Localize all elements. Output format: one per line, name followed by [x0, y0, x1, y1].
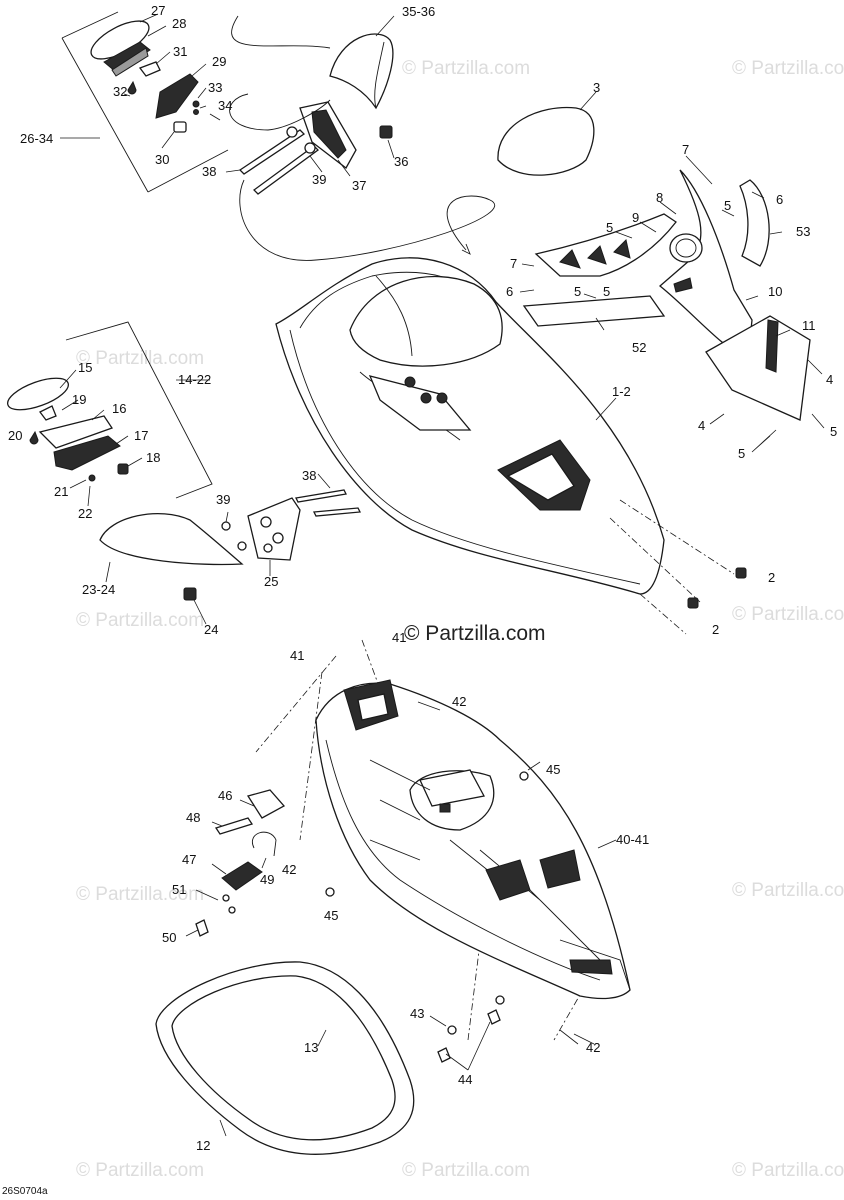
- latch-assembly: [185, 771, 529, 937]
- callout-14-22: 14-22: [178, 372, 211, 387]
- callout-5: 5: [830, 424, 837, 439]
- mirror-assembly-right: [209, 15, 496, 261]
- callout-27: 27: [151, 3, 165, 18]
- watermark: © Partzilla.com: [76, 610, 204, 631]
- callout-42: 42: [282, 862, 296, 877]
- callout-labels: 27 28 31 32 29 33 34 26-34 30 35-36 36 3…: [8, 3, 837, 1153]
- callout-7-upper: 7: [682, 142, 689, 157]
- watermark: © Partzilla.com: [732, 1160, 844, 1181]
- callout-29: 29: [212, 54, 226, 69]
- watermark: © Partzilla.com: [732, 58, 844, 79]
- callout-41: 41: [392, 630, 406, 645]
- callout-49: 49: [260, 872, 274, 887]
- lower-body-part: [315, 679, 631, 1045]
- callout-34: 34: [218, 98, 232, 113]
- callout-5: 5: [606, 220, 613, 235]
- callout-28: 28: [172, 16, 186, 31]
- watermark: © Partzilla.com: [732, 880, 844, 901]
- callout-32: 32: [113, 84, 127, 99]
- watermark: © Partzilla.com: [76, 348, 204, 369]
- callout-13: 13: [304, 1040, 318, 1055]
- callout-10: 10: [768, 284, 782, 299]
- seat-part: [497, 91, 597, 176]
- callout-20: 20: [8, 428, 22, 443]
- callout-53: 53: [796, 224, 810, 239]
- main-watermark: © Partzilla.com: [404, 622, 546, 645]
- callout-50: 50: [162, 930, 176, 945]
- callout-40-41: 40-41: [616, 832, 649, 847]
- callout-16: 16: [112, 401, 126, 416]
- callout-18: 18: [146, 450, 160, 465]
- callout-36: 36: [394, 154, 408, 169]
- watermark: © Partzilla.com: [402, 1160, 530, 1181]
- side-panel-assembly: [519, 155, 825, 453]
- callout-17: 17: [134, 428, 148, 443]
- callout-6-upper: 6: [776, 192, 783, 207]
- mirror-assembly-upper: [60, 11, 229, 193]
- callout-4: 4: [698, 418, 705, 433]
- fasteners-lower: [429, 995, 505, 1071]
- callout-7-lower: 7: [510, 256, 517, 271]
- callout-4: 4: [826, 372, 833, 387]
- callout-26-34: 26-34: [20, 131, 53, 146]
- callout-46: 46: [218, 788, 232, 803]
- callout-2: 2: [712, 622, 719, 637]
- callout-33: 33: [208, 80, 222, 95]
- callout-47: 47: [182, 852, 196, 867]
- callout-12: 12: [196, 1138, 210, 1153]
- callout-38-upper: 38: [202, 164, 216, 179]
- callout-5: 5: [724, 198, 731, 213]
- mirror-assembly-lower: [7, 321, 213, 507]
- callout-38-lower: 38: [302, 468, 316, 483]
- callout-24: 24: [204, 622, 218, 637]
- watermark: © Partzilla.com: [76, 884, 204, 905]
- callout-19: 19: [72, 392, 86, 407]
- callout-31: 31: [173, 44, 187, 59]
- drawing-code: 26S0704a: [2, 1186, 48, 1197]
- callout-41: 41: [290, 648, 304, 663]
- callout-45: 45: [324, 908, 338, 923]
- callout-23-24: 23-24: [82, 582, 115, 597]
- callout-39-lower: 39: [216, 492, 230, 507]
- callout-9: 9: [632, 210, 639, 225]
- callout-5: 5: [574, 284, 581, 299]
- callout-37: 37: [352, 178, 366, 193]
- callout-25: 25: [264, 574, 278, 589]
- callout-11: 11: [802, 318, 816, 333]
- callout-2: 2: [768, 570, 775, 585]
- callout-44: 44: [458, 1072, 472, 1087]
- callout-35-36: 35-36: [402, 4, 435, 19]
- callout-5: 5: [603, 284, 610, 299]
- watermark: © Partzilla.com: [402, 58, 530, 79]
- callout-15: 15: [78, 360, 92, 375]
- callout-3: 3: [593, 80, 600, 95]
- callout-21: 21: [54, 484, 68, 499]
- watermark: © Partzilla.com: [732, 604, 844, 625]
- callout-1-2: 1-2: [612, 384, 631, 399]
- callout-8: 8: [656, 190, 663, 205]
- callout-51: 51: [172, 882, 186, 897]
- callout-39-upper: 39: [312, 172, 326, 187]
- callout-48: 48: [186, 810, 200, 825]
- callout-45: 45: [546, 762, 560, 777]
- callout-22: 22: [78, 506, 92, 521]
- mirror-bracket-lower: [99, 473, 362, 625]
- watermark: © Partzilla.com: [76, 1160, 204, 1181]
- callout-30: 30: [155, 152, 169, 167]
- callout-5: 5: [738, 446, 745, 461]
- callout-6-lower: 6: [506, 284, 513, 299]
- gasket-seal-part: [155, 961, 415, 1155]
- callout-43: 43: [410, 1006, 424, 1021]
- front-hull-part: [275, 257, 665, 595]
- callout-42: 42: [452, 694, 466, 709]
- callout-42: 42: [586, 1040, 600, 1055]
- callout-52: 52: [632, 340, 646, 355]
